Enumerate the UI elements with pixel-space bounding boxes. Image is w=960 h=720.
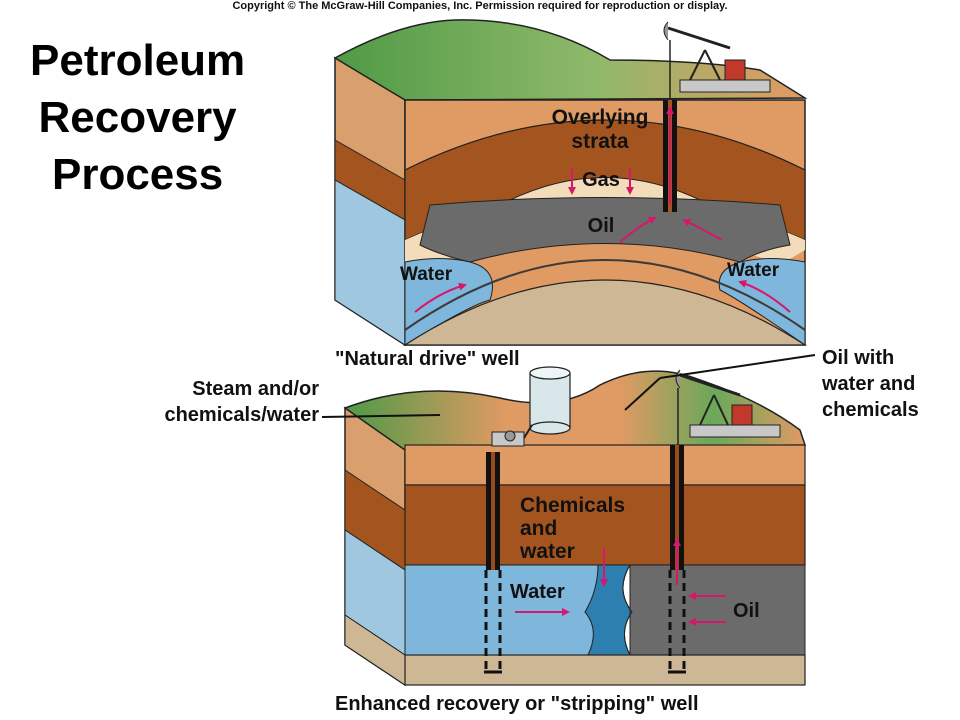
bottom-water-zone <box>404 564 601 656</box>
gas-label: Gas <box>582 169 620 191</box>
water-label-right: Water <box>727 260 780 281</box>
bottom-oil-zone <box>629 564 806 656</box>
overlying-strata-label-line-2: strata <box>571 130 629 153</box>
oil-with-label-line-1: Oil with <box>822 347 894 369</box>
storage-tank <box>529 366 571 435</box>
pumpjack-top <box>663 21 771 100</box>
enhanced-recovery-block: Chemicals and water Water Oil <box>321 354 816 687</box>
copyright-notice: Copyright © The McGraw-Hill Companies, I… <box>232 0 728 12</box>
natural-drive-caption: "Natural drive" well <box>335 348 520 370</box>
overlying-strata-label-line-1: Overlying <box>552 106 649 129</box>
natural-drive-block: Overlying strata Gas Oil Water Water <box>333 19 808 347</box>
steam-label-line-1: Steam and/or <box>192 378 319 400</box>
oil-with-label-line-2: water and <box>821 373 915 395</box>
enhanced-recovery-caption: Enhanced recovery or "stripping" well <box>335 693 699 715</box>
chemicals-label-line-3: water <box>519 540 575 563</box>
title-line-1: Petroleum <box>30 36 246 85</box>
oil-label-top: Oil <box>588 215 615 237</box>
page-title: Petroleum Recovery Process <box>30 32 245 203</box>
title-line-3: Process <box>51 150 224 199</box>
steam-label-line-2: chemicals/water <box>164 404 319 426</box>
chemicals-label-line-1: Chemicals <box>520 494 625 517</box>
chemicals-label-line-2: and <box>520 517 557 540</box>
water-label-left: Water <box>400 264 453 285</box>
oil-label-bottom: Oil <box>733 600 760 622</box>
injection-pump <box>491 424 533 447</box>
title-line-2: Recovery <box>38 93 237 142</box>
water-label-bottom: Water <box>510 581 565 603</box>
production-perforations <box>668 570 686 674</box>
oil-with-label-line-3: chemicals <box>822 399 919 421</box>
injection-perforations <box>484 570 502 674</box>
bedrock <box>402 279 808 346</box>
